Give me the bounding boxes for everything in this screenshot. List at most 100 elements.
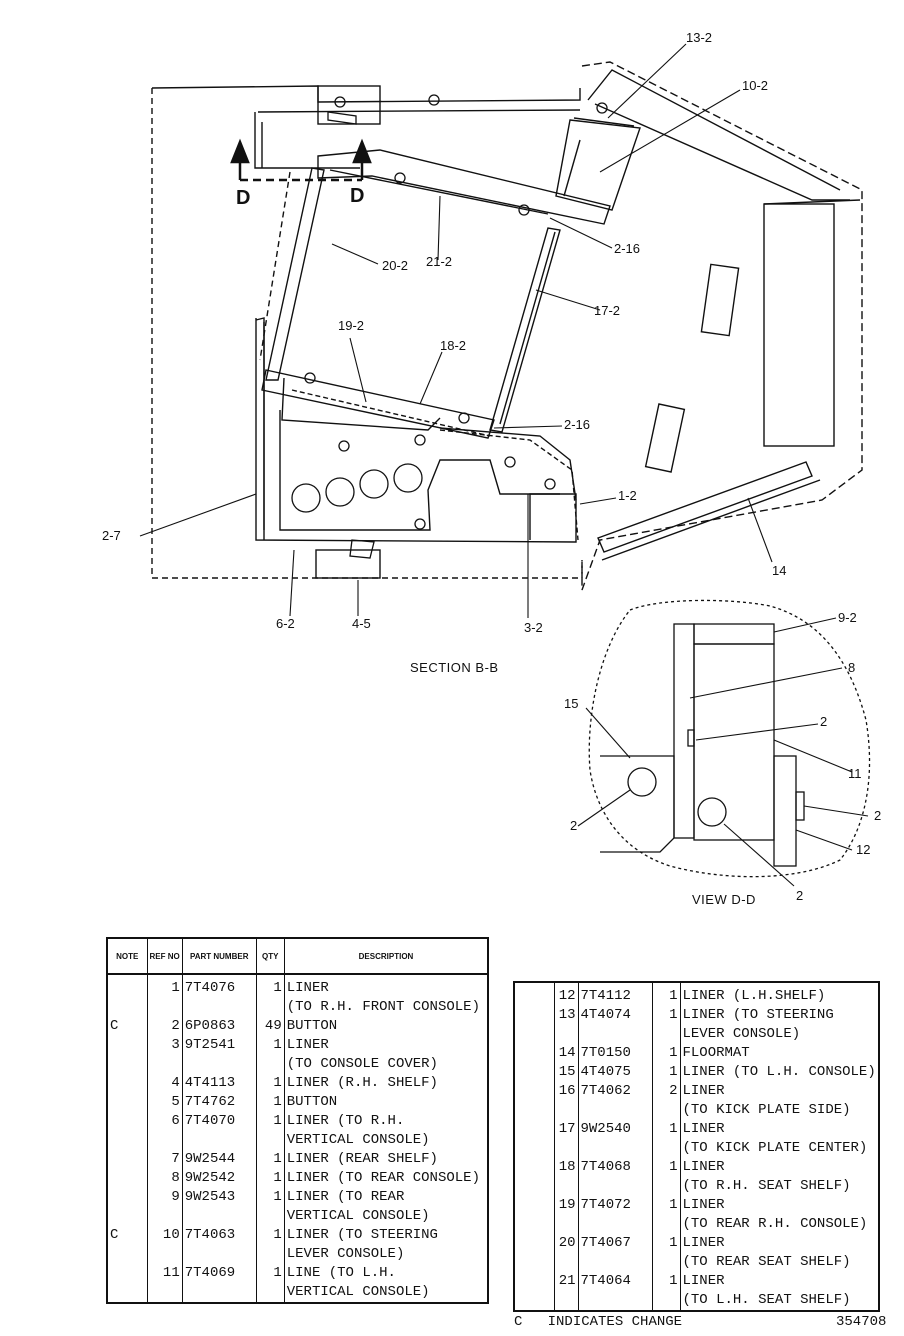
ref-no-cell [553,1101,578,1120]
note-cell [514,982,554,1006]
part-number-cell [181,1283,257,1303]
description-cell: LINER (R.H. SHELF) [283,1074,489,1093]
part-number-cell: 6P0863 [181,1017,257,1036]
table-row: LEVER CONSOLE) [107,1245,489,1264]
note-cell: C [110,1227,119,1243]
description-cell: LINER [679,1120,879,1139]
part-number-cell [577,1177,652,1196]
part-number-cell [181,998,257,1017]
description-cell: LINER [679,1082,879,1101]
part-number-cell: 7T4063 [181,1226,257,1245]
ref-no-cell [146,1207,183,1226]
part-number-cell [577,1025,652,1044]
qty-cell [255,1245,285,1264]
callout-18-2: 18-2 [440,338,466,353]
callout-3-2: 3-2 [524,620,543,635]
callout-4-5: 4-5 [352,616,371,631]
ref-no-cell: 2 [146,1017,183,1036]
ref-no-cell: 17 [553,1120,578,1139]
table-row: (TO R.H. SEAT SHELF) [514,1177,879,1196]
description-cell: LINER (TO L.H. CONSOLE) [679,1063,879,1082]
description-cell: LINER (TO R.H. [283,1112,489,1131]
description-cell: LINER (TO STEERING [679,1006,879,1025]
part-number-cell: 4T4075 [577,1063,652,1082]
qty-cell [255,1283,285,1303]
part-number-cell [577,1253,652,1272]
description-cell: VERTICAL CONSOLE) [283,1207,489,1226]
description-cell: (TO L.H. SEAT SHELF) [679,1291,879,1311]
note-cell [514,1158,554,1177]
table-row: LEVER CONSOLE) [514,1025,879,1044]
part-number-cell [181,1055,257,1074]
qty-cell: 1 [651,1006,680,1025]
ref-no-cell [553,1139,578,1158]
ref-no-cell [146,1245,183,1264]
qty-cell: 1 [255,1150,285,1169]
ref-no-cell [553,1177,578,1196]
description-cell: FLOORMAT [679,1044,879,1063]
description-cell: LINER (TO REAR CONSOLE) [283,1169,489,1188]
callout-21-2: 21-2 [426,254,452,269]
description-cell: (TO CONSOLE COVER) [283,1055,489,1074]
ref-no-cell: 19 [553,1196,578,1215]
ref-no-cell: 11 [146,1264,183,1283]
table-row: (TO KICK PLATE SIDE) [514,1101,879,1120]
note-cell [107,1093,147,1112]
table-row: (TO R.H. FRONT CONSOLE) [107,998,489,1017]
qty-cell [651,1291,680,1311]
note-cell [107,1245,147,1264]
part-number-cell: 7T4112 [577,982,652,1006]
part-number-cell: 4T4113 [181,1074,257,1093]
section-b-b-drawing: D D 13-2 10-2 2-16 21-2 20-2 17-2 19-2 1… [102,30,881,907]
parts-table-header: NOTE REF NO PART NUMBER QTY DESCRIPTION [107,938,489,975]
callout-8: 8 [848,660,855,675]
ref-no-cell: 15 [553,1063,578,1082]
description-cell: (TO KICK PLATE SIDE) [679,1101,879,1120]
description-cell: LINER (L.H.SHELF) [679,982,879,1006]
part-number-cell: 7T4068 [577,1158,652,1177]
qty-cell [255,1131,285,1150]
description-cell: LINER (REAR SHELF) [283,1150,489,1169]
description-cell: (TO REAR R.H. CONSOLE) [679,1215,879,1234]
part-number-cell [181,1131,257,1150]
part-number-cell: 9W2540 [577,1120,652,1139]
description-cell: (TO KICK PLATE CENTER) [679,1139,879,1158]
ref-no-cell: 3 [146,1036,183,1055]
note-cell [107,998,147,1017]
qty-cell: 49 [255,1017,285,1036]
change-legend-code: C [514,1314,523,1330]
qty-cell: 1 [255,1036,285,1055]
part-number-cell [577,1101,652,1120]
qty-cell: 1 [255,1112,285,1131]
qty-cell [255,998,285,1017]
description-cell: (TO R.H. SEAT SHELF) [679,1177,879,1196]
callout-2-b: 2 [570,818,577,833]
callout-2-16-top: 2-16 [614,241,640,256]
header-note: NOTE [107,938,147,975]
note-cell [107,1169,147,1188]
note-cell [514,1196,554,1215]
note-cell [107,1188,147,1207]
note-cell [107,1264,147,1283]
ref-no-cell [553,1025,578,1044]
qty-cell: 1 [255,1074,285,1093]
note-cell [514,1272,554,1291]
note-cell [514,1139,554,1158]
description-cell: LINER [679,1158,879,1177]
ref-no-cell: 13 [553,1006,578,1025]
ref-no-cell [146,1283,183,1303]
table-row: VERTICAL CONSOLE) [107,1131,489,1150]
note-cell [107,1283,147,1303]
description-cell: LINER (TO REAR [283,1188,489,1207]
part-number-cell: 9T2541 [181,1036,257,1055]
qty-cell [255,1055,285,1074]
ref-no-cell [146,998,183,1017]
